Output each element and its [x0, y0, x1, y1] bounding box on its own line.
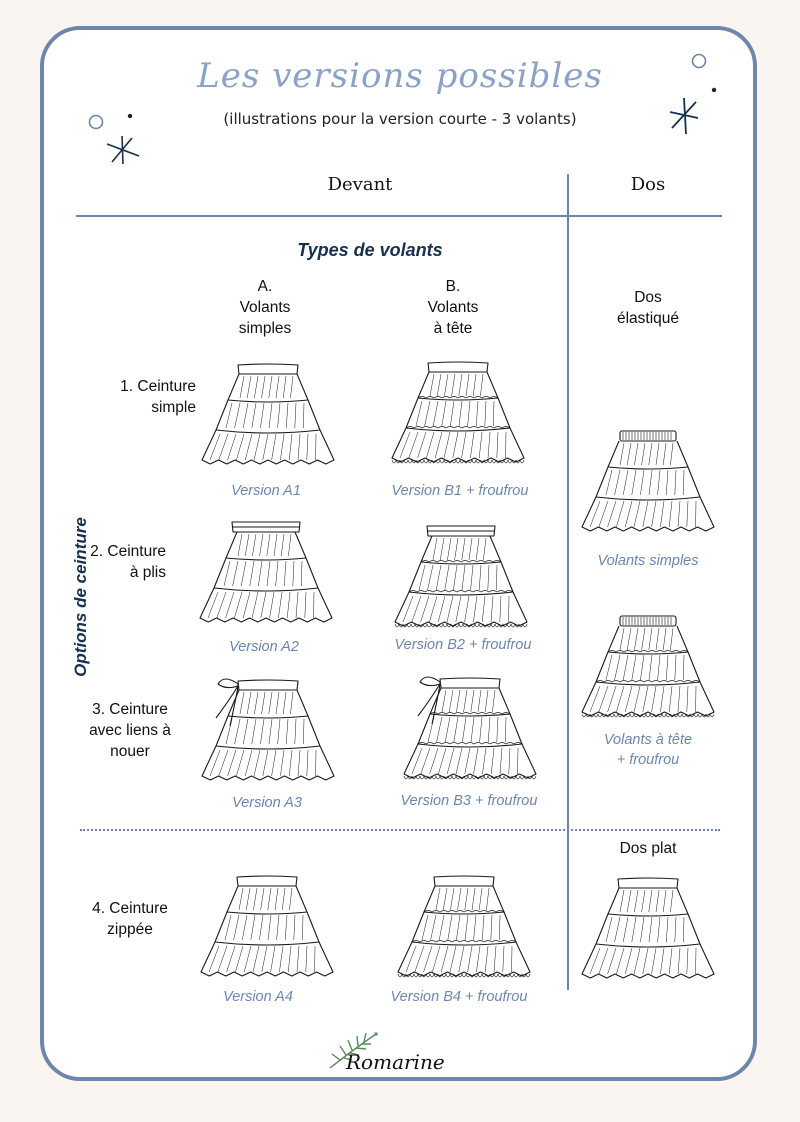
column-header-back: Dos [630, 174, 666, 195]
version-a3-caption: Version A3 [232, 795, 302, 811]
column-header-front: Devant [327, 174, 393, 195]
skirt-a1-illustration [198, 362, 338, 474]
skirt-a4-illustration [197, 874, 337, 986]
back-froufrou-caption: Volants à tête+ froufrou [603, 732, 693, 768]
skirt-b3-illustration [400, 676, 540, 788]
skirt-b1-illustration [388, 360, 528, 472]
circle-decoration-icon [88, 114, 104, 130]
skirt-a3-illustration [198, 678, 338, 790]
star-decoration-icon [669, 97, 699, 135]
version-b1-caption: Version B1 + froufrou [391, 483, 529, 499]
section-divider [80, 829, 720, 831]
page-title: Les versions possibles [197, 56, 603, 96]
column-divider [567, 174, 569, 990]
back-simple-caption: Volants simples [597, 553, 699, 569]
page-card [40, 26, 757, 1081]
dot-decoration-icon [127, 113, 133, 119]
skirt-back-elastic-illustration [578, 429, 718, 541]
header-divider [76, 215, 722, 217]
circle-decoration-icon [691, 53, 707, 69]
dot-decoration-icon [711, 87, 717, 93]
version-a2-caption: Version A2 [229, 639, 299, 655]
version-b4-caption: Version B4 + froufrou [390, 989, 528, 1005]
version-a1-caption: Version A1 [231, 483, 301, 499]
brand-logo: Romarine [346, 1050, 445, 1074]
back-type-flat: Dos plat [619, 840, 677, 857]
skirt-back-flat-illustration [578, 876, 718, 988]
page-subtitle: (illustrations pour la version courte - … [223, 110, 577, 128]
skirt-a2-illustration [196, 520, 336, 632]
version-a4-caption: Version A4 [223, 989, 293, 1005]
skirt-back-froufrou-illustration [578, 614, 718, 726]
ruffle-types-heading: Types de volants [297, 240, 443, 260]
version-b2-caption: Version B2 + froufrou [394, 637, 532, 653]
rosemary-sprig-icon [329, 1032, 378, 1069]
skirt-b2-illustration [391, 524, 531, 636]
version-b3-caption: Version B3 + froufrou [400, 793, 538, 809]
star-decoration-icon [106, 135, 140, 165]
skirt-b4-illustration [394, 874, 534, 986]
belt-options-heading: Options de ceinture [71, 517, 90, 677]
